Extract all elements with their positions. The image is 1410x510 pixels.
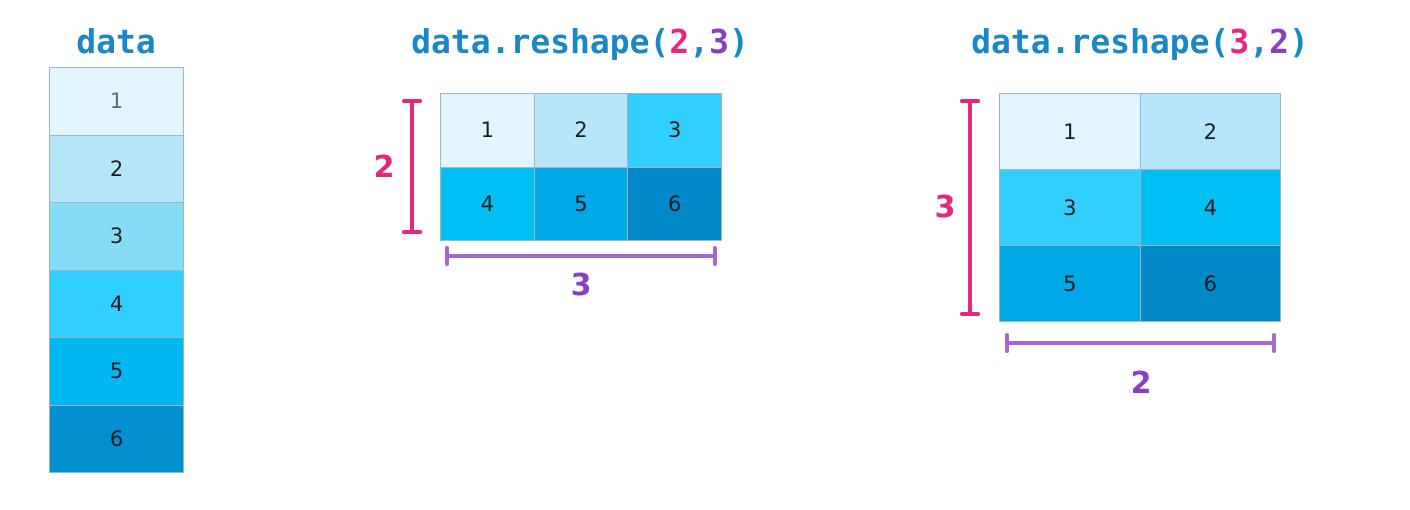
reshape-2-3-array: 1 2 3 4 5 6 <box>440 93 722 241</box>
title-suffix: ) <box>1289 22 1309 61</box>
rows-dimension-label: 3 <box>934 190 956 225</box>
reshape-3-2-title: data.reshape(3,2) <box>950 20 1330 64</box>
array-cell: 3 <box>628 94 721 167</box>
rows-dimension-label: 2 <box>373 150 395 185</box>
array-cell: 5 <box>50 338 183 405</box>
title-prefix: data.reshape( <box>971 22 1230 61</box>
cols-bracket <box>445 246 717 266</box>
data-title: data <box>66 20 166 64</box>
array-cell: 4 <box>50 270 183 337</box>
array-cell: 2 <box>534 94 628 167</box>
title-arg-cols: 2 <box>1269 22 1290 61</box>
array-cell: 5 <box>1000 246 1140 321</box>
title-comma: , <box>1249 22 1270 61</box>
array-cell: 3 <box>50 203 183 270</box>
array-cell: 3 <box>1000 170 1140 245</box>
array-cell: 4 <box>1140 170 1280 245</box>
array-cell: 6 <box>50 405 183 472</box>
title-arg-rows: 2 <box>669 22 690 61</box>
data-title-text: data <box>76 22 156 61</box>
array-cell: 2 <box>1140 94 1280 169</box>
array-cell: 1 <box>50 68 183 135</box>
array-cell: 6 <box>628 167 721 240</box>
title-comma: , <box>689 22 710 61</box>
array-cell: 2 <box>50 135 183 202</box>
cols-bracket <box>1005 333 1276 353</box>
title-arg-rows: 3 <box>1229 22 1250 61</box>
cols-dimension-label: 2 <box>1130 366 1152 401</box>
rows-bracket <box>960 99 980 316</box>
array-cell: 4 <box>441 167 534 240</box>
array-cell: 1 <box>441 94 534 167</box>
rows-bracket <box>402 99 422 234</box>
cols-dimension-label: 3 <box>570 268 592 303</box>
reshape-2-3-title: data.reshape(2,3) <box>390 20 770 64</box>
array-cell: 5 <box>534 167 628 240</box>
title-suffix: ) <box>729 22 749 61</box>
data-array: 1 2 3 4 5 6 <box>49 67 184 473</box>
array-cell: 6 <box>1140 246 1280 321</box>
title-prefix: data.reshape( <box>411 22 670 61</box>
array-cell: 1 <box>1000 94 1140 169</box>
reshape-3-2-array: 1 2 3 4 5 6 <box>999 93 1281 322</box>
title-arg-cols: 3 <box>709 22 730 61</box>
